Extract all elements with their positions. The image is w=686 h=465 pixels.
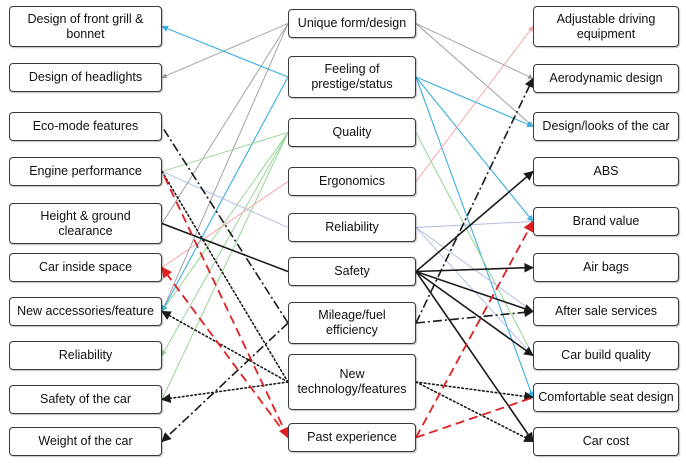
node-safety: Safety [288, 257, 416, 286]
connector-M5-R3 [415, 170, 534, 273]
connector-M4-L3 [161, 171, 289, 228]
connector-M3-R0 [415, 26, 534, 182]
connector-M7-R8 [415, 381, 534, 402]
node-car-cost: Car cost [533, 427, 679, 456]
node-eco-mode-features: Eco-mode features [9, 112, 162, 141]
connector-M7-L3 [161, 170, 289, 383]
connector-M8-L5 [161, 266, 289, 439]
node-reliability-middle: Reliability [288, 213, 416, 242]
node-air-bags: Air bags [533, 253, 679, 282]
connector-M6-R6 [415, 307, 534, 324]
connector-M0-L1 [161, 23, 289, 79]
connector-M3-L5 [161, 181, 289, 268]
connector-M1-R4 [415, 76, 534, 223]
node-safety-of-the-car: Safety of the car [9, 385, 162, 414]
connector-M2-R7 [415, 132, 534, 356]
node-design-front-grill-bonnet: Design of front grill & bonnet [9, 6, 162, 47]
connector-M5-R7 [415, 270, 534, 357]
node-comfortable-seat-design: Comfortable seat design [533, 383, 679, 412]
node-height-ground-clearance: Height & ground clearance [9, 203, 162, 244]
connector-M7-L6 [161, 310, 289, 383]
connector-M7-R9 [415, 381, 534, 443]
node-brand-value: Brand value [533, 207, 679, 236]
node-new-technology-features: New technology/features [288, 354, 416, 410]
connector-M5-L4 [161, 222, 289, 273]
node-car-inside-space: Car inside space [9, 253, 162, 282]
node-aerodynamic-design: Aerodynamic design [533, 64, 679, 93]
node-ergonomics: Ergonomics [288, 167, 416, 196]
connector-M7-L8 [161, 381, 289, 404]
connector-M1-L6 [161, 76, 289, 313]
connector-M6-R1 [415, 77, 534, 324]
connector-M2-L6 [161, 132, 289, 312]
connector-M4-R4 [415, 221, 534, 228]
node-new-accessories-feature: New accessories/feature [9, 297, 162, 326]
connector-M6-L2 [161, 126, 289, 324]
connector-M5-R6 [415, 270, 534, 314]
node-adjustable-driving-equipment: Adjustable driving equipment [533, 6, 679, 47]
connector-M0-L6 [161, 23, 289, 312]
node-design-looks-of-the-car: Design/looks of the car [533, 112, 679, 141]
connector-M2-L7 [161, 132, 289, 356]
node-mileage-fuel-efficiency: Mileage/fuel efficiency [288, 302, 416, 344]
node-engine-performance: Engine performance [9, 157, 162, 186]
node-after-sale-services: After sale services [533, 297, 679, 326]
connector-M1-L0 [161, 25, 289, 78]
connector-M0-R2 [415, 23, 534, 127]
connector-M1-R8 [415, 76, 535, 399]
node-car-build-quality: Car build quality [533, 341, 679, 370]
node-reliability-left: Reliability [9, 341, 162, 370]
connector-M0-R1 [415, 23, 534, 79]
connector-M5-R5 [415, 262, 534, 273]
node-quality: Quality [288, 118, 416, 147]
connector-M8-R8 [415, 396, 534, 439]
connector-M0-L4 [161, 23, 289, 224]
connector-M6-L9 [161, 322, 289, 443]
node-past-experience: Past experience [288, 423, 416, 452]
connector-M2-L3 [161, 132, 289, 172]
connector-M2-L8 [161, 132, 289, 400]
node-design-headlights: Design of headlights [9, 63, 162, 92]
connector-M5-R9 [415, 271, 534, 443]
node-feeling-of-prestige-status: Feeling of prestige/status [288, 56, 416, 98]
node-abs: ABS [533, 157, 679, 186]
node-weight-of-the-car: Weight of the car [9, 427, 162, 456]
node-unique-form-design: Unique form/design [288, 9, 416, 38]
connector-M1-R2 [415, 76, 534, 128]
connector-M8-L3 [161, 171, 289, 439]
connector-M8-R4 [415, 220, 534, 438]
